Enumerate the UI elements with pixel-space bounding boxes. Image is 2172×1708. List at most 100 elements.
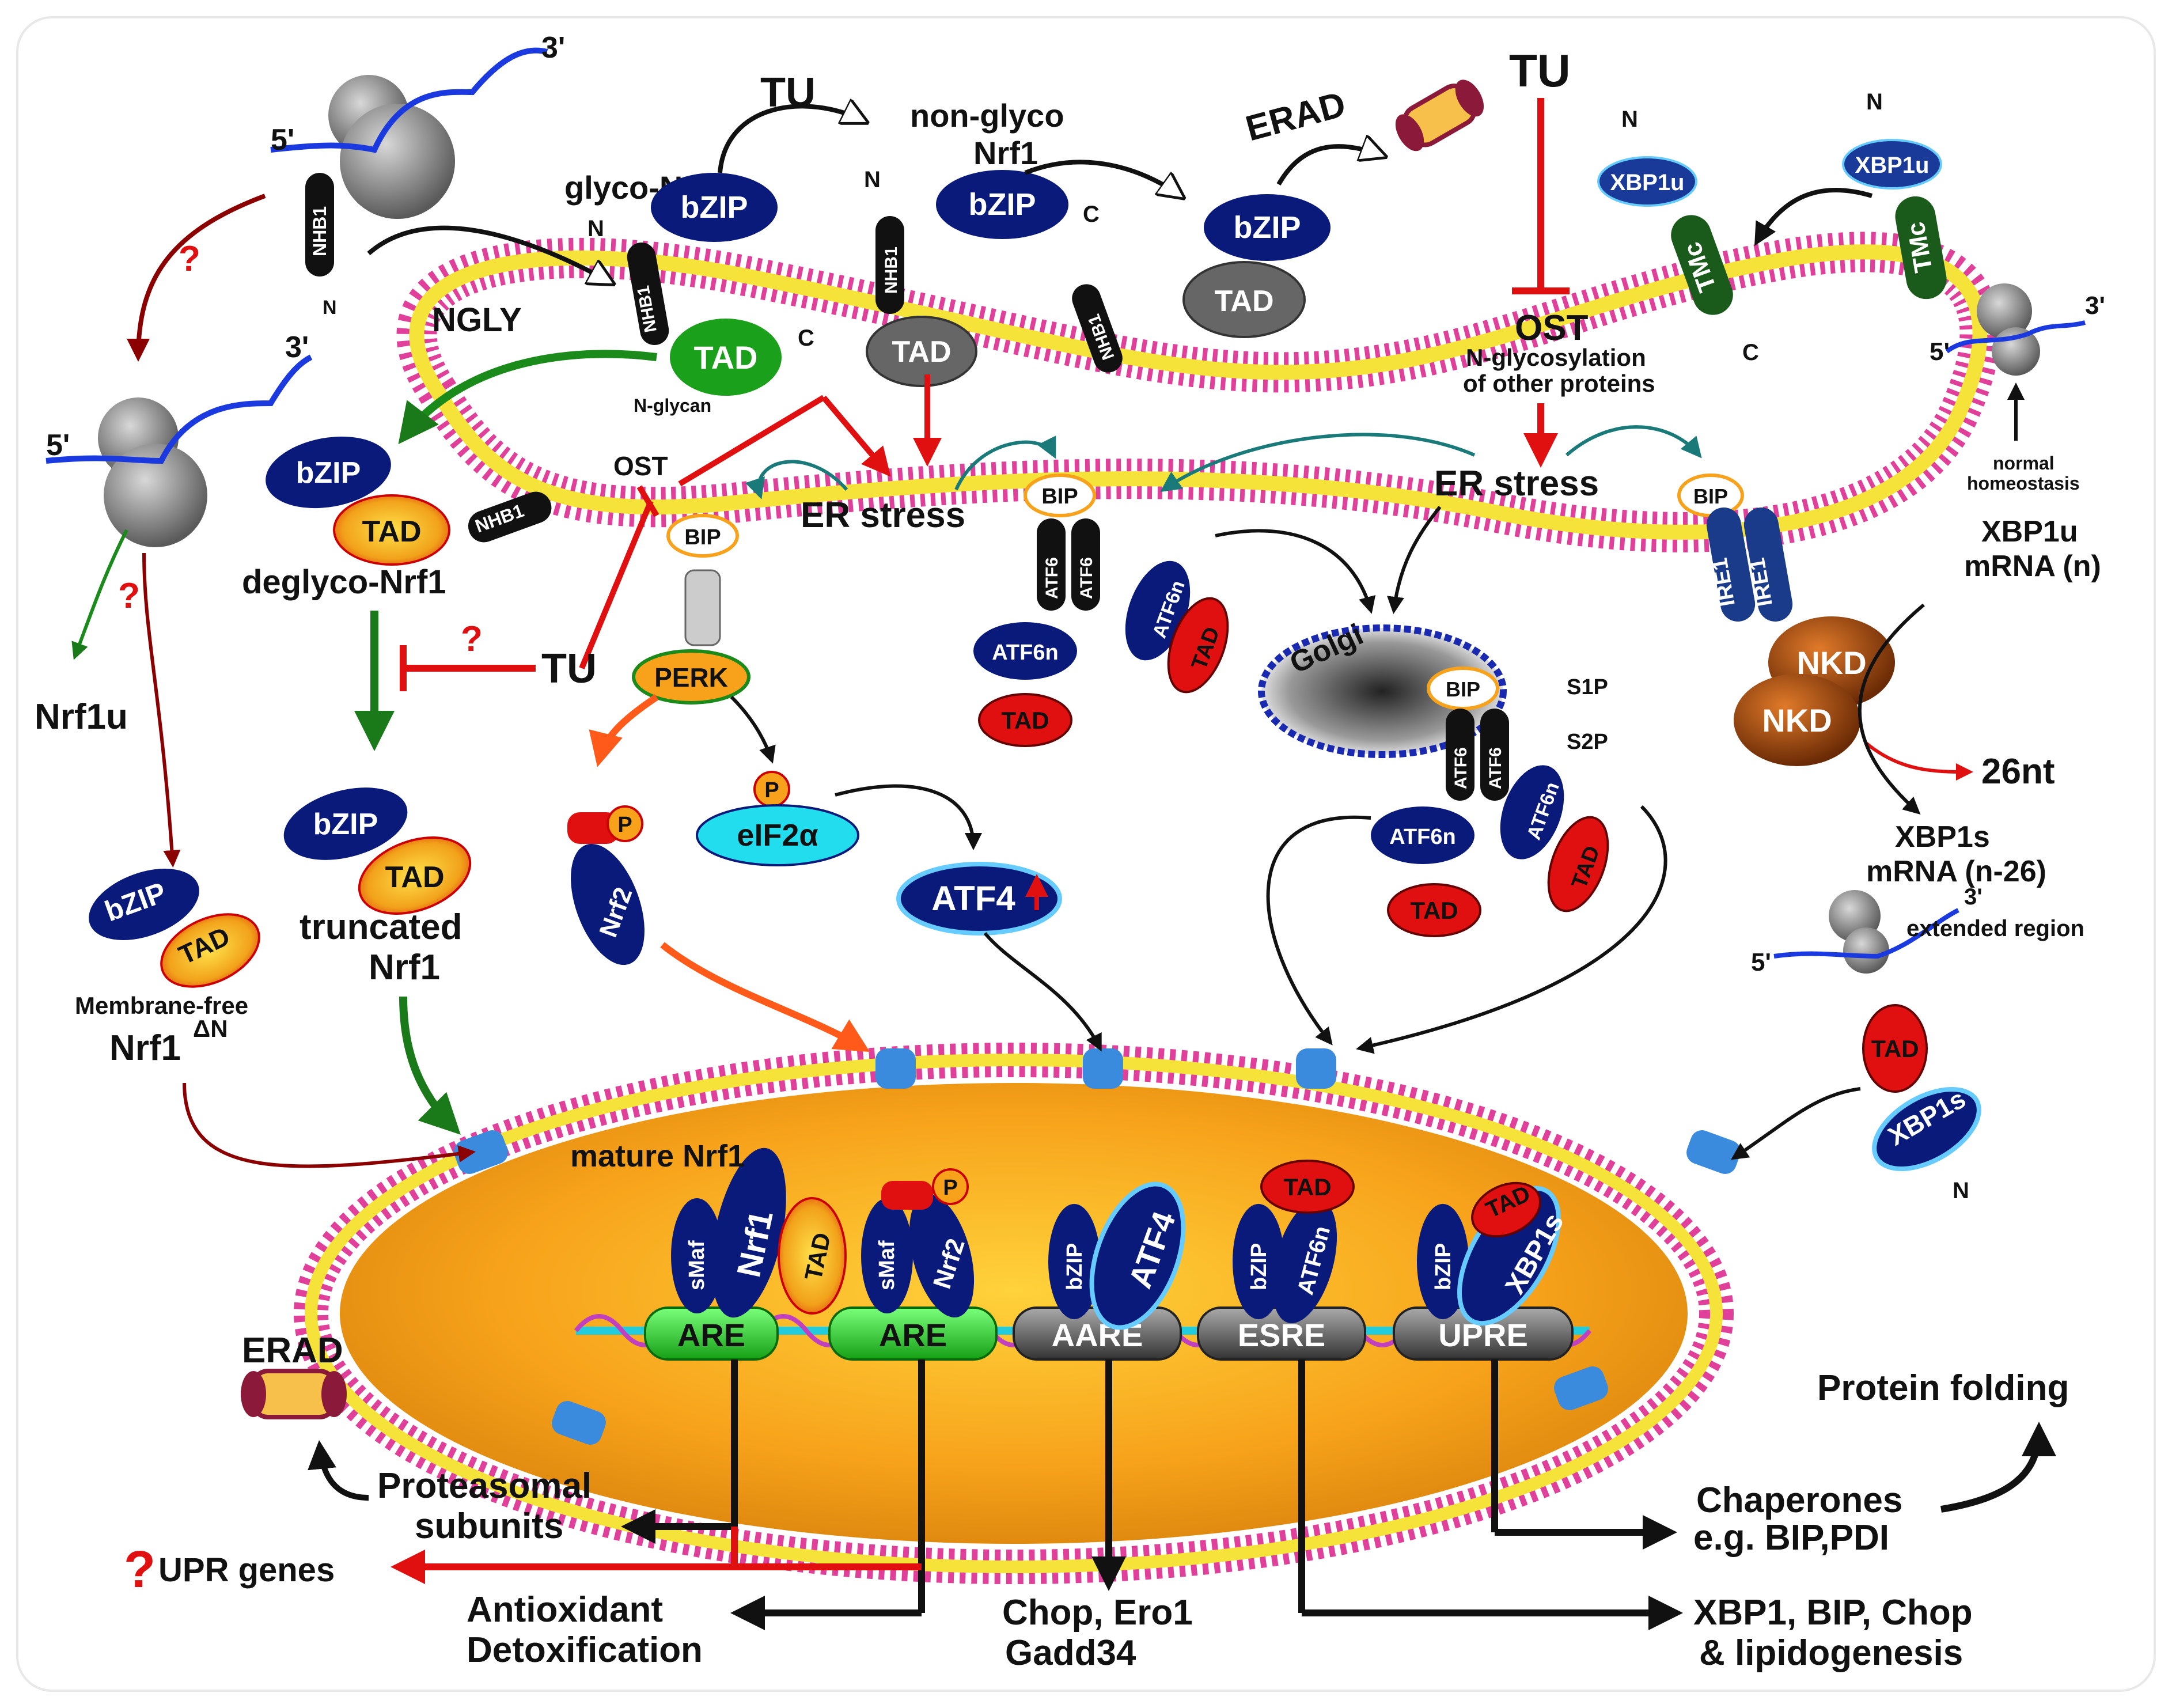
ribosome-icon [1945,283,2086,376]
arrow-to-erad-substrate [1024,160,1181,196]
nucleus [294,1043,1741,1584]
non-glyco-nrf1-protein: bZIP NHB1 TAD N C [864,167,1100,387]
svg-text:ATF6n: ATF6n [1389,825,1455,849]
arrow-atf6-golgi [1215,529,1376,614]
smaf-nrf1-complex: sMaf Nrf1 TAD [671,1147,847,1318]
antioxidant-label: Antioxidant [467,1590,663,1630]
question-mark-3: ? [461,619,483,659]
svg-text:N-glycan: N-glycan [634,395,711,416]
arrow-to-erad-bottom [308,1440,369,1501]
er-stress-left-label: ER stress [801,495,965,535]
response-element-upre: UPRE [1393,1306,1574,1361]
n-glycosylation-label: N-glycosylation [1466,344,1646,371]
mrna-5prime-label-2: 5' [46,429,70,462]
arrow-protein-folding [1940,1422,2056,1513]
arrow-er-stress-bip-atf6 [954,435,1056,491]
truncated-label-1: truncated [300,907,462,947]
svg-text:ESRE: ESRE [1238,1317,1326,1353]
arrow-golgi-nucleus-left [1266,815,1371,1046]
svg-text:bZIP: bZIP [681,190,748,225]
question-mark-2: ? [118,576,140,616]
nrf2-phospho: P Nrf2 [567,805,645,965]
arrow-nkd-26nt [1865,741,1973,781]
svg-text:NHB1: NHB1 [309,206,330,256]
arrow-xbp1s-nucleus [1731,1087,1861,1160]
svg-text:ARE: ARE [879,1317,947,1353]
arrow-ngly [398,350,657,445]
arrow-xbp1u-translocation [1754,187,1873,246]
arrow-to-membrane-free [142,552,181,868]
svg-text:BIP: BIP [1693,484,1728,508]
membrane-free-nrf1: bZIP TAD [89,869,260,988]
bzip-atf4-complex: bZIP ATF4 [1048,1181,1186,1330]
gadd34-label: Gadd34 [1005,1633,1136,1673]
svg-text:bZIP: bZIP [1247,1243,1271,1290]
arrow-er-stress-right-atf6 [1160,433,1476,493]
nhb1-nascent: NHB1 N [305,173,337,319]
homeostasis-label: homeostasis [1967,473,2080,494]
eif2a-phospho: P eIF2α [696,771,859,866]
deglyco-nrf1-label: deglyco-Nrf1 [242,563,446,601]
svg-text:N: N [323,297,337,319]
svg-text:N: N [1866,89,1883,115]
atf4-protein: ATF4 [896,862,1062,936]
membrane-free-label: Membrane-free [75,992,248,1019]
detoxification-label: Detoxification [467,1630,703,1670]
arrow-to-erad-top [1276,146,1382,185]
arrow-eif2a-atf4 [835,784,982,850]
ribosome-icon [1773,890,1959,974]
arrow-golgi-nucleus-right [1356,805,1667,1054]
golgi: Golgi BIP S1P S2P ATF6 ATF6 ATF6n TAD AT… [1258,618,1609,937]
mrna-5prime-label-1: 5' [271,123,294,157]
arrow-er-stress-right-ire1 [1565,425,1702,459]
arrow-perk-eif2a [730,695,776,764]
svg-text:N: N [1621,107,1638,132]
svg-text:C: C [1742,340,1759,365]
non-glyco-label-2: Nrf1 [973,135,1038,171]
arrow-to-nrf1u [71,529,128,660]
svg-text:N: N [864,167,881,192]
xbp1s-protein: TAD XBP1s N [1862,1004,1981,1203]
svg-text:TAD: TAD [1214,285,1273,318]
truncated-label-2: Nrf1 [369,948,440,987]
normal-label: normal [1993,453,2055,474]
inhibit-tu-ost-left [678,395,825,487]
svg-text:bZIP: bZIP [969,187,1036,222]
svg-text:N: N [1953,1178,1969,1203]
tu-label-top-right: TU [1509,45,1571,96]
26nt-label: 26nt [1981,752,2055,791]
svg-text:BIP: BIP [684,525,721,550]
xbp1u-3prime: 3' [2085,291,2105,320]
deglyco-nrf1-protein: bZIP TAD NHB1 [266,436,552,566]
mrna-3prime-label-1: 3' [541,31,565,65]
lipidogenesis-label: & lipidogenesis [1699,1633,1963,1673]
bip-ire1-complex: BIP IRE1 IRE1 NKD NKD [1677,474,1895,766]
glyco-nrf1-protein: bZIP NHB1 TAD N-glycan C N [587,173,814,416]
xbp1-bip-chop-label: XBP1, BIP, Chop [1693,1593,1973,1633]
svg-text:ATF6: ATF6 [1077,557,1096,599]
xbp1s-mrna-label-2: mRNA (n-26) [1866,855,2046,888]
arrow-er-stress-bip-perk [745,460,848,499]
smaf-nrf2-complex: sMaf Nrf2 P [861,1168,975,1318]
xbp1u-right: XBP1u TMc N [1842,89,1947,300]
bip-atf6-complex: BIP ATF6 ATF6 ATF6n TAD ATF6n TAD [973,474,1229,747]
svg-text:NKD: NKD [1762,702,1832,739]
er-membrane [396,232,2000,552]
svg-text:ATF6: ATF6 [1043,557,1062,599]
ost-left-label: OST [613,451,668,481]
arrow-perk-nrf2 [589,694,659,767]
ost-right-label: OST [1515,308,1589,348]
ribosome-icon [46,354,313,547]
svg-text:ATF6: ATF6 [1486,747,1505,789]
chaperones-label: Chaperones [1696,1480,1902,1520]
response-element-esre: ESRE [1197,1306,1366,1361]
proteasome-icon [241,1369,347,1419]
svg-text:bZIP: bZIP [1234,210,1301,245]
svg-text:TAD: TAD [1871,1035,1919,1062]
arrow-nrf2-nucleus [660,942,870,1052]
nrf1-dn-sup: ΔN [193,1015,228,1042]
svg-text:NHB1: NHB1 [882,247,901,294]
svg-text:BIP: BIP [1041,484,1078,509]
